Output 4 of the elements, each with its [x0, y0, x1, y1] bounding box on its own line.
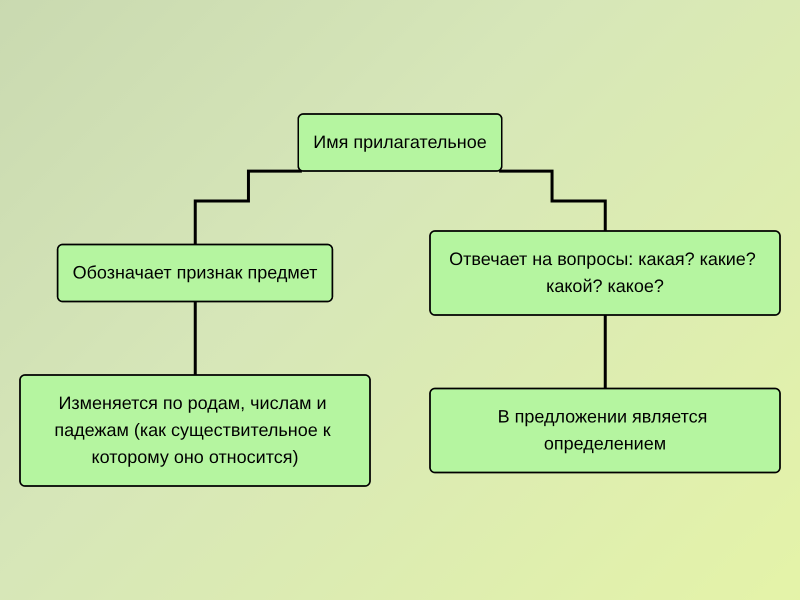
connector: [604, 314, 607, 390]
connector: [194, 170, 302, 246]
connector: [499, 170, 607, 233]
connector: [194, 300, 197, 377]
